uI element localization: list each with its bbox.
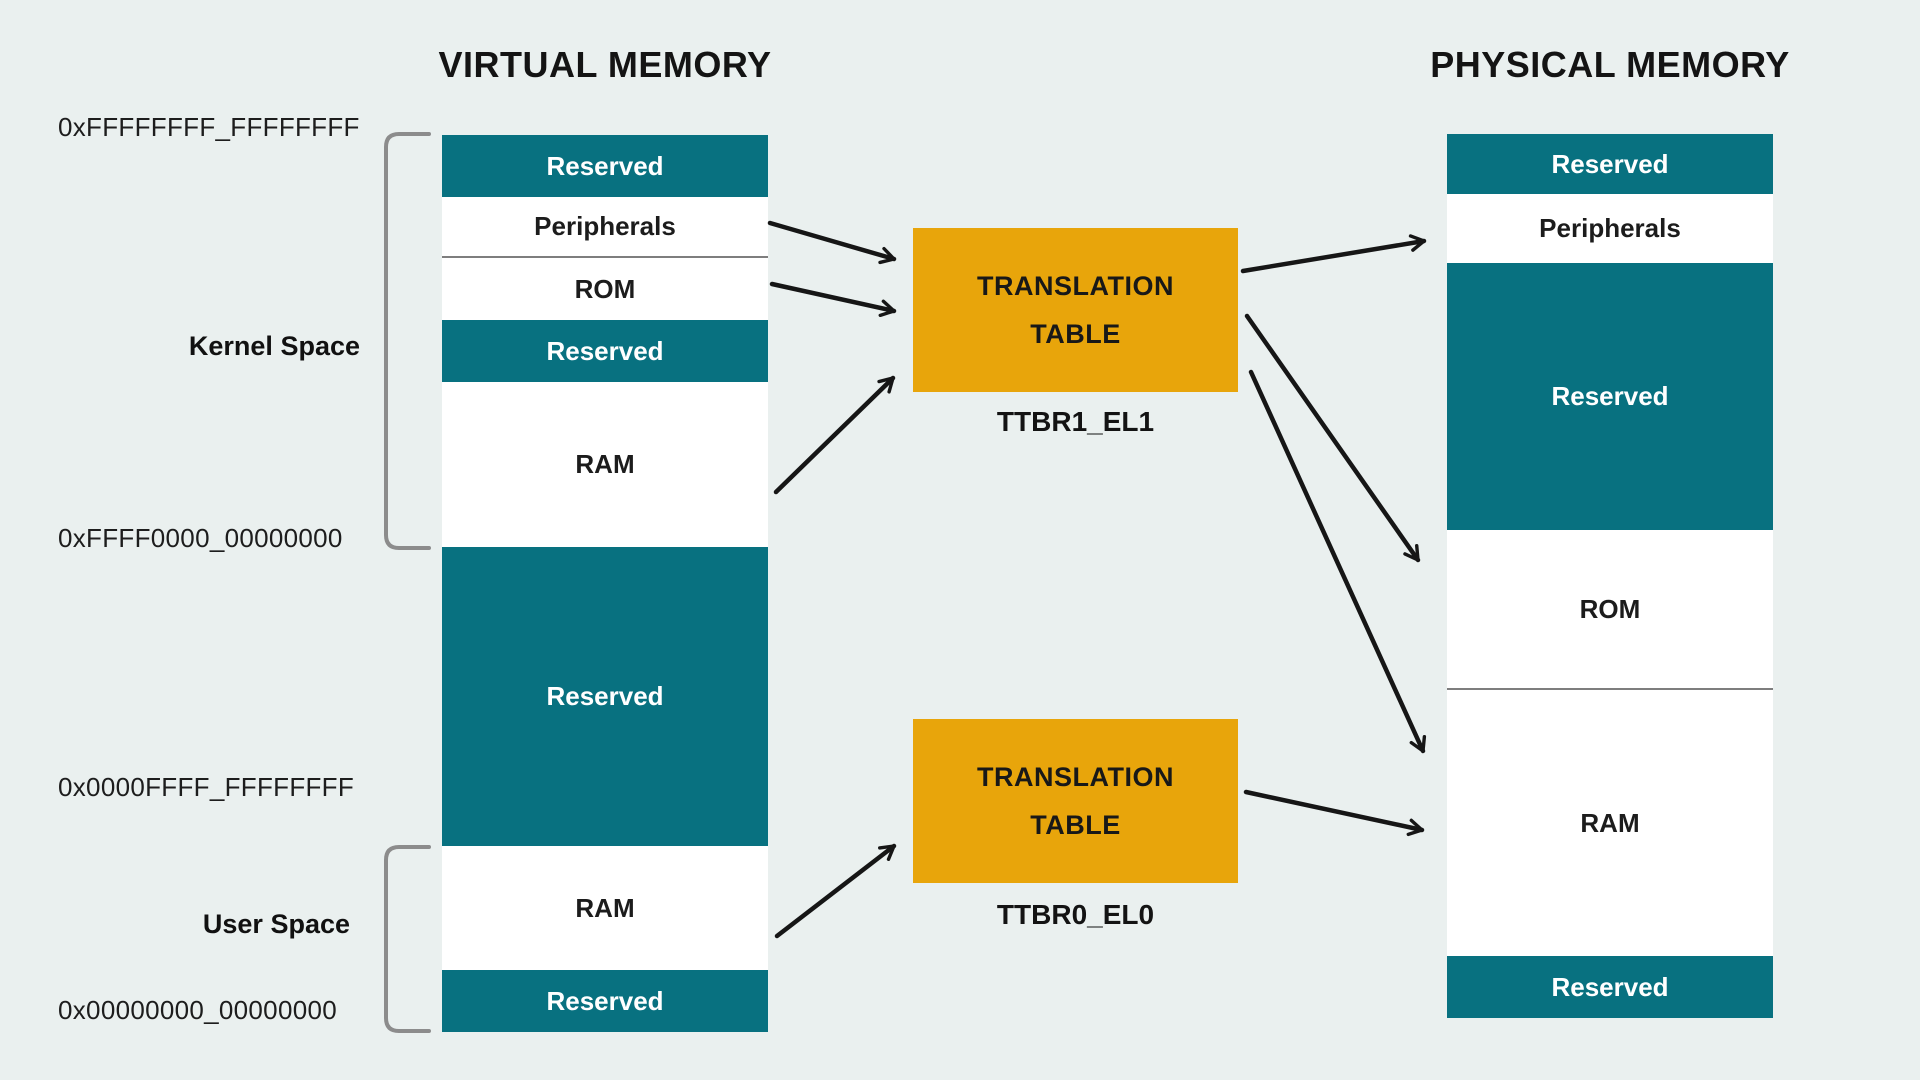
memory-segment-label: Reserved: [546, 985, 664, 1016]
memory-segment-label: Reserved: [1551, 971, 1669, 1002]
address-label-top: 0xFFFFFFFF_FFFFFFFF: [58, 112, 360, 142]
memory-segment-ram: RAM: [442, 846, 768, 970]
memory-segment-reserved: Reserved: [442, 135, 768, 197]
translation-table-label-line2: TABLE: [1030, 319, 1121, 349]
memory-segment-label: Reserved: [546, 681, 664, 711]
kernel-space-bracket: [384, 132, 431, 550]
memory-segment-reserved: Reserved: [1447, 263, 1773, 530]
translation-table-label-line1: TRANSLATION: [977, 762, 1174, 792]
arrow-ttbr0-to-physical-ram: [1243, 789, 1425, 837]
address-label-user-top: 0x0000FFFF_FFFFFFFF: [58, 772, 355, 802]
arrow-virtual-kernel-ram-to-ttbr1: [773, 375, 896, 495]
virtual-memory-title: VIRTUAL MEMORY: [438, 44, 772, 85]
memory-segment-label: Reserved: [1551, 381, 1669, 411]
kernel-space-label: Kernel Space: [188, 331, 360, 361]
memory-segment-reserved: Reserved: [442, 547, 768, 846]
memory-segment-reserved: Reserved: [442, 320, 768, 382]
user-space-label: User Space: [202, 909, 350, 939]
memory-segment-label: Reserved: [546, 335, 664, 366]
arrow-ttbr1-to-physical-peripherals: [1240, 234, 1427, 274]
ttbr0-register-label: TTBR0_EL0: [996, 899, 1155, 930]
translation-table-ttbr0: TRANSLATION TABLE: [913, 719, 1238, 883]
address-label-zero: 0x00000000_00000000: [58, 995, 337, 1025]
arrow-virtual-user-ram-to-ttbr0: [774, 843, 897, 939]
address-label-kernel-base: 0xFFFF0000_00000000: [58, 523, 343, 553]
memory-segment-reserved: Reserved: [1447, 134, 1773, 194]
memory-segment-label: Peripherals: [534, 211, 676, 241]
memory-segment-label: Reserved: [1551, 148, 1669, 179]
memory-segment-reserved: Reserved: [1447, 956, 1773, 1018]
memory-segment-ram: RAM: [1447, 690, 1773, 956]
translation-table-label-line1: TRANSLATION: [977, 271, 1174, 301]
ttbr1-register-label: TTBR1_EL1: [996, 406, 1155, 437]
translation-table-ttbr1: TRANSLATION TABLE: [913, 228, 1238, 392]
memory-segment-rom: ROM: [1447, 530, 1773, 690]
arrow-ttbr1-to-physical-rom: [1244, 313, 1421, 563]
memory-segment-label: ROM: [1579, 593, 1641, 624]
memory-segment-rom: ROM: [442, 258, 768, 320]
arrow-virtual-peripherals-to-ttbr1: [767, 220, 897, 265]
memory-segment-label: RAM: [1580, 807, 1640, 838]
arrow-virtual-rom-to-ttbr1: [769, 281, 897, 318]
memory-segment-peripherals: Peripherals: [1447, 194, 1773, 263]
arrow-ttbr1-to-physical-ram: [1248, 369, 1427, 754]
user-space-bracket: [384, 845, 431, 1033]
memory-segment-label: RAM: [575, 892, 635, 923]
memory-segment-label: ROM: [574, 273, 636, 304]
memory-segment-label: RAM: [575, 449, 635, 479]
memory-segment-label: Reserved: [546, 150, 664, 181]
translation-table-label-line2: TABLE: [1030, 810, 1121, 840]
memory-segment-peripherals: Peripherals: [442, 197, 768, 258]
memory-segment-reserved: Reserved: [442, 970, 768, 1032]
memory-segment-ram: RAM: [442, 382, 768, 547]
memory-segment-label: Peripherals: [1539, 213, 1681, 243]
physical-memory-title: PHYSICAL MEMORY: [1430, 44, 1790, 85]
